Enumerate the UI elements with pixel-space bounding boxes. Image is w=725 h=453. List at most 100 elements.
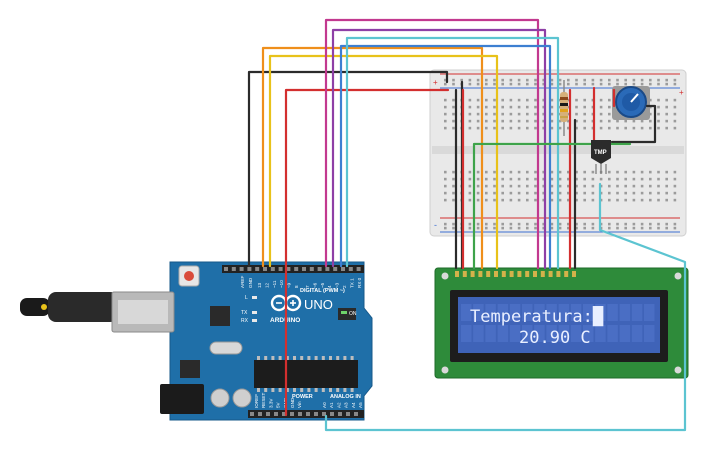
pin-label-analog: A1 (329, 402, 334, 408)
breadboard-hole (452, 191, 455, 195)
breadboard-hole (591, 82, 595, 86)
breadboard-hole (517, 226, 521, 230)
pin-label-digital: ~5 (320, 282, 325, 288)
breadboard-hole (493, 226, 496, 230)
breadboard-hole (608, 170, 611, 174)
breadboard-hole (526, 105, 529, 109)
breadboard-hole (608, 184, 611, 188)
potentiometer[interactable] (612, 86, 650, 120)
breadboard-hole (583, 191, 586, 195)
breadboard-hole (526, 119, 529, 123)
chip-leg (293, 356, 296, 360)
breadboard-hole (517, 82, 521, 86)
header-pin (317, 267, 322, 271)
lcd-module: Temperatura:█ 20.90 C (434, 267, 689, 379)
breadboard-hole (452, 170, 455, 174)
breadboard-hole (452, 105, 455, 109)
breadboard-hole (534, 222, 537, 226)
breadboard-hole (509, 170, 513, 174)
breadboard-hole (452, 82, 455, 86)
breadboard-hole (493, 222, 496, 226)
lcd-pin (517, 271, 522, 277)
breadboard-hole (673, 98, 677, 102)
resistor (560, 80, 568, 136)
breadboard-hole (632, 226, 636, 230)
chip-leg (278, 388, 282, 392)
lcd-cell (619, 304, 631, 321)
header-pin (266, 412, 270, 416)
breadboard-hole (599, 82, 603, 86)
breadboard-hole (468, 170, 472, 174)
breadboard-hole (599, 177, 603, 181)
breadboard-hole (608, 126, 611, 130)
breadboard-hole (501, 222, 504, 226)
lcd-cell (546, 304, 557, 321)
header-pin (348, 267, 353, 271)
header-pin (282, 412, 286, 416)
breadboard-hole (444, 184, 447, 188)
breadboard-hole (624, 170, 627, 174)
chip-leg (321, 356, 325, 360)
breadboard-hole (575, 222, 578, 226)
breadboard-hole (591, 226, 595, 230)
rail-minus-label: - (434, 220, 437, 230)
breadboard-hole (599, 98, 603, 102)
atmega-chip (254, 360, 358, 388)
breadboard-hole (649, 82, 652, 86)
pin-label-gnd: GND (248, 277, 253, 288)
header-pin (258, 412, 262, 416)
lcd-pin (478, 271, 483, 277)
breadboard-hole (575, 170, 578, 174)
breadboard-hole (624, 126, 627, 130)
breadboard-hole (591, 177, 595, 181)
breadboard-hole (542, 170, 545, 174)
breadboard-hole (493, 98, 496, 102)
breadboard-hole (673, 198, 677, 202)
breadboard-hole (542, 191, 545, 195)
breadboard-hole (649, 105, 652, 109)
rail-plus-label: + (433, 78, 438, 87)
breadboard-hole (526, 222, 529, 226)
header-pin-holes (224, 267, 361, 416)
lcd-pin (533, 271, 537, 277)
header-pin (294, 267, 299, 271)
breadboard-hole (575, 98, 578, 102)
breadboard-hole (493, 112, 496, 116)
wire-orange (261, 46, 484, 270)
header-pin (255, 267, 260, 271)
header-pin (270, 267, 275, 271)
pin-label-analog: A2 (336, 402, 341, 408)
chip-leg (307, 356, 311, 360)
breadboard-hole (657, 226, 660, 230)
breadboard-hole (485, 177, 488, 181)
breadboard-hole (468, 177, 472, 181)
breadboard-hole (558, 78, 562, 82)
breadboard-hole (632, 170, 636, 174)
breadboard-hole (608, 78, 611, 82)
header-pin (306, 412, 310, 416)
breadboard-hole (542, 126, 545, 130)
lcd-cell (631, 304, 643, 321)
lcd-cell (644, 304, 655, 321)
lcd-cell (534, 304, 545, 321)
breadboard-hole (517, 105, 521, 109)
usb-interface-chip (210, 306, 230, 326)
breadboard-hole (517, 198, 521, 202)
breadboard-hole (608, 112, 611, 116)
breadboard-hole (616, 126, 619, 130)
wire-cyan (345, 36, 560, 270)
breadboard-hole (632, 119, 636, 123)
chip-leg (278, 356, 282, 360)
wire-yellow (268, 54, 499, 270)
wires (247, 18, 687, 432)
breadboard-hole (591, 98, 595, 102)
breadboard-hole (550, 177, 554, 181)
breadboard-hole (665, 119, 668, 123)
breadboard-hole (444, 119, 447, 123)
breadboard-hole (444, 198, 447, 202)
pin-label-digital: 8 (294, 285, 299, 288)
breadboard-hole (452, 198, 455, 202)
breadboard-hole (476, 119, 480, 123)
breadboard-hole (624, 119, 627, 123)
breadboard-hole (468, 119, 472, 123)
